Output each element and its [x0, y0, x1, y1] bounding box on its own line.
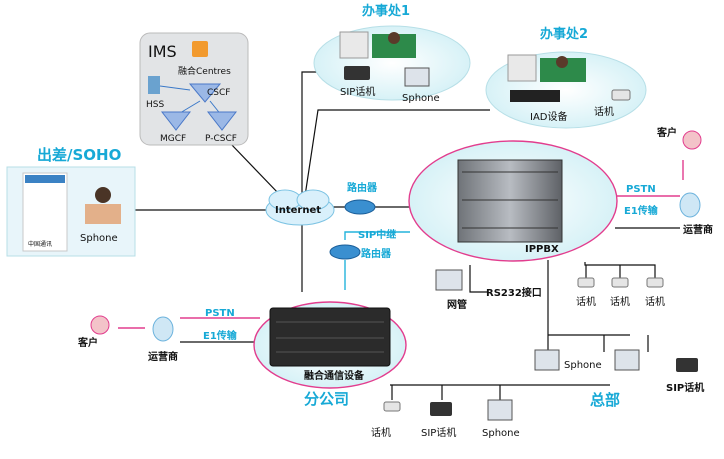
ims-hss: HSS: [146, 100, 164, 110]
ippbx-phone-label-3: 话机: [645, 295, 665, 308]
office1-sphone-icon: [404, 67, 430, 87]
soho-app-titlebar: [25, 175, 65, 183]
branch-operator-icon: [152, 316, 174, 342]
office2-phone-icon: [611, 89, 631, 101]
ippbx-phone-icon-3: [646, 277, 664, 288]
rs232-label: RS232接口: [486, 286, 542, 299]
office2-phone-label: 话机: [594, 105, 614, 118]
soho-title: 出差/SOHO: [37, 146, 121, 164]
ims-title: IMS: [148, 42, 177, 61]
soho-app-window: [22, 172, 68, 252]
office1-monitor-icon: [339, 31, 369, 59]
nms-label: 网管: [447, 298, 467, 311]
hss-icon: [148, 76, 160, 94]
ippbx-e1-label: E1传输: [624, 204, 659, 217]
ippbx-label: IPPBX: [525, 244, 559, 255]
ims-centres: 融合Centres: [178, 65, 231, 77]
branch-device-icon: [269, 307, 391, 367]
branch-title: 分公司: [304, 390, 349, 408]
hq-sphone-icon-2: [614, 349, 640, 371]
hq-sphone-icon-1: [534, 349, 560, 371]
office2-title: 办事处2: [540, 26, 588, 42]
ippbx-phone-icon-2: [611, 277, 629, 288]
cscf-icon: [188, 83, 222, 103]
branch-operator-label: 运营商: [148, 350, 178, 363]
office1-sphone-label: Sphone: [402, 93, 440, 104]
office2-monitor-icon: [507, 54, 537, 82]
office1-title: 办事处1: [362, 3, 410, 19]
nms-computer-icon: [435, 269, 463, 291]
ippbx-customer-icon: [682, 130, 702, 150]
branch-phone-icon: [383, 401, 401, 412]
ippbx-pstn-label: PSTN: [626, 184, 656, 195]
hq: Sphone SIP话机 总部: [534, 349, 704, 409]
branch-pstn-label: PSTN: [205, 308, 235, 319]
hq-sip-phone-label: SIP话机: [666, 381, 704, 394]
office2-person-icon: [556, 56, 568, 68]
office1: 办事处1 SIP话机 Sphone: [313, 3, 471, 104]
soho-app-label: 中国通讯: [28, 240, 52, 248]
hq-sphone-label: Sphone: [564, 360, 602, 371]
branch-sip-phone-icon: [430, 402, 452, 416]
branch-sphone-icon: [487, 399, 513, 421]
soho-panel: 出差/SOHO 中国通讯 Sphone: [6, 146, 136, 257]
office1-person-icon: [388, 32, 400, 44]
hq-sip-phone-icon: [676, 358, 698, 372]
branch-sphone-label: Sphone: [482, 428, 520, 439]
ippbx-phone-label-2: 话机: [610, 295, 630, 308]
mgcf-icon: [160, 111, 192, 131]
branch-device-label: 融合通信设备: [304, 369, 365, 382]
iad-device-icon: [510, 90, 560, 102]
office1-sip-phone-label: SIP话机: [340, 85, 375, 98]
router-2: 路由器 SIP中继: [329, 228, 396, 260]
office2-iad-label: IAD设备: [530, 110, 568, 123]
ippbx-site: IPPBX PSTN E1传输 客户 运营商 话机 话机 话机: [408, 126, 713, 308]
centres-icon: [192, 41, 208, 57]
branch-sip-phone-label: SIP话机: [421, 426, 456, 439]
ippbx-customer-label: 客户: [656, 126, 677, 139]
router-1: 路由器: [344, 181, 378, 215]
sip-trunk-label: SIP中继: [358, 228, 396, 241]
router2-label: 路由器: [361, 247, 392, 260]
internet-label: Internet: [275, 205, 321, 216]
ims-mgcf: MGCF: [160, 134, 186, 144]
internet-cloud: Internet: [265, 189, 335, 226]
soho-person-icon: [95, 187, 111, 203]
office1-sip-phone-icon: [344, 66, 370, 80]
nms: 网管 RS232接口: [435, 269, 542, 311]
router1-label: 路由器: [347, 181, 378, 194]
ippbx-operator-icon: [679, 192, 701, 218]
branch-customer-icon: [90, 315, 110, 335]
office2: 办事处2 IAD设备 话机: [485, 26, 647, 129]
pcscf-icon: [206, 111, 238, 131]
ippbx-operator-label: 运营商: [683, 223, 713, 236]
branch-e1-label: E1传输: [203, 329, 238, 342]
branch-phone-label: 话机: [371, 426, 391, 439]
soho-sphone-label: Sphone: [80, 233, 118, 244]
ippbx-phone-label-1: 话机: [576, 295, 596, 308]
ims-cscf: CSCF: [207, 88, 230, 98]
soho-desk-icon: [85, 204, 121, 224]
ims-panel: IMS 融合Centres CSCF HSS MGCF P-CSCF: [139, 32, 249, 146]
branch-customer-label: 客户: [77, 336, 98, 349]
branch-site: 融合通信设备 PSTN E1传输 客户 运营商 分公司 话机 SIP话机 Sph…: [77, 301, 520, 439]
hq-title: 总部: [590, 391, 620, 409]
ippbx-phone-icon-1: [577, 277, 595, 288]
ims-pcscf: P-CSCF: [205, 134, 237, 144]
